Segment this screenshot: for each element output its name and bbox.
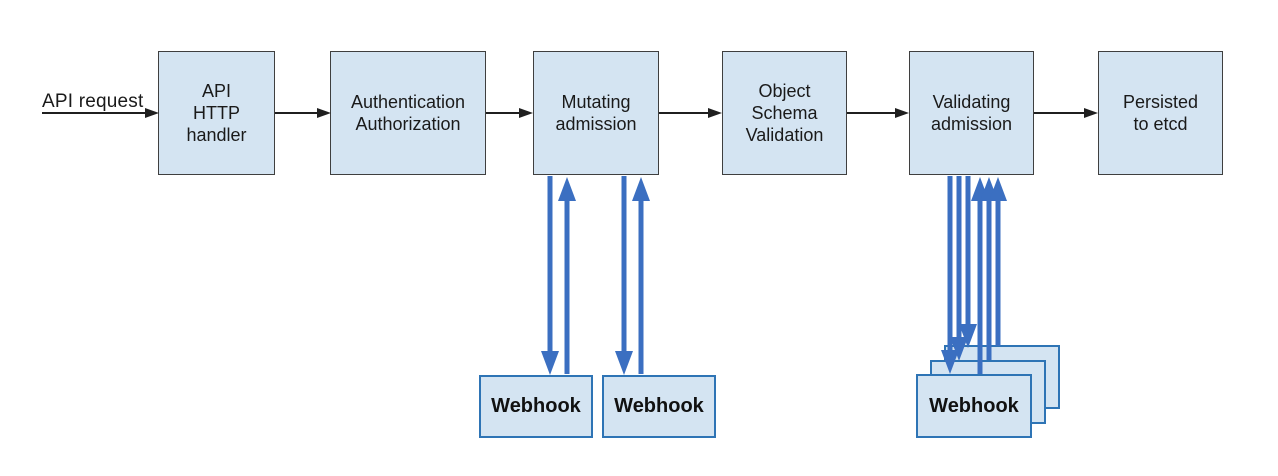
webhook-label: Webhook <box>929 394 1019 417</box>
api-request-label: API request <box>42 91 144 112</box>
flow-arrow-mutating-to-schema <box>659 108 722 118</box>
stage-label-line: Authorization <box>355 114 461 134</box>
mutating-webhook2-up-arrow <box>632 177 650 374</box>
stage-api-http-handler: API HTTP handler <box>158 51 275 175</box>
mutating-webhook1-up-arrow <box>558 177 576 374</box>
stage-validating-admission: Validating admission <box>909 51 1034 175</box>
stage-label-line: Object <box>758 81 811 101</box>
stage-label-line: Schema <box>751 103 818 123</box>
flow-arrow-handler-to-auth <box>275 108 331 118</box>
flow-arrow-auth-to-mutating <box>486 108 533 118</box>
stage-label-line: Authentication <box>350 92 466 112</box>
webhook-label: Webhook <box>614 395 704 417</box>
stage-label-line: Validation <box>745 125 824 145</box>
stage-persisted-to-etcd: Persisted to etcd <box>1098 51 1223 175</box>
validating-webhook-up-arrow-2 <box>980 177 998 360</box>
stage-label-line: HTTP <box>193 103 240 123</box>
flow-arrow-validating-to-etcd <box>1034 108 1098 118</box>
webhook-label: Webhook <box>491 395 581 417</box>
stage-label-line: Validating <box>932 92 1011 112</box>
mutating-webhook2-down-arrow <box>615 176 633 375</box>
mutating-webhook-box-2: Webhook <box>602 375 716 438</box>
stage-mutating-admission: Mutating admission <box>533 51 659 175</box>
flow-arrow-schema-to-validating <box>847 108 909 118</box>
stage-label-line: admission <box>555 114 637 134</box>
mutating-webhook1-down-arrow <box>541 176 559 375</box>
stage-label-line: API <box>201 81 231 101</box>
stage-label-line: Persisted <box>1122 92 1199 112</box>
stage-label-line: to etcd <box>1133 114 1188 134</box>
mutating-webhook-box-1: Webhook <box>479 375 593 438</box>
stage-label-line: Mutating <box>561 92 631 112</box>
stage-label-line: admission <box>930 114 1013 134</box>
validating-webhook-down-arrow-2 <box>950 176 968 361</box>
validating-webhook-down-arrow-3 <box>959 176 977 348</box>
validating-webhook-up-arrow-3 <box>989 177 1007 346</box>
stage-label-line: handler <box>186 125 247 145</box>
validating-webhook-box-front: Webhook <box>916 374 1032 438</box>
stage-authentication-authorization: Authentication Authorization <box>330 51 486 175</box>
stage-object-schema-validation: Object Schema Validation <box>722 51 847 175</box>
